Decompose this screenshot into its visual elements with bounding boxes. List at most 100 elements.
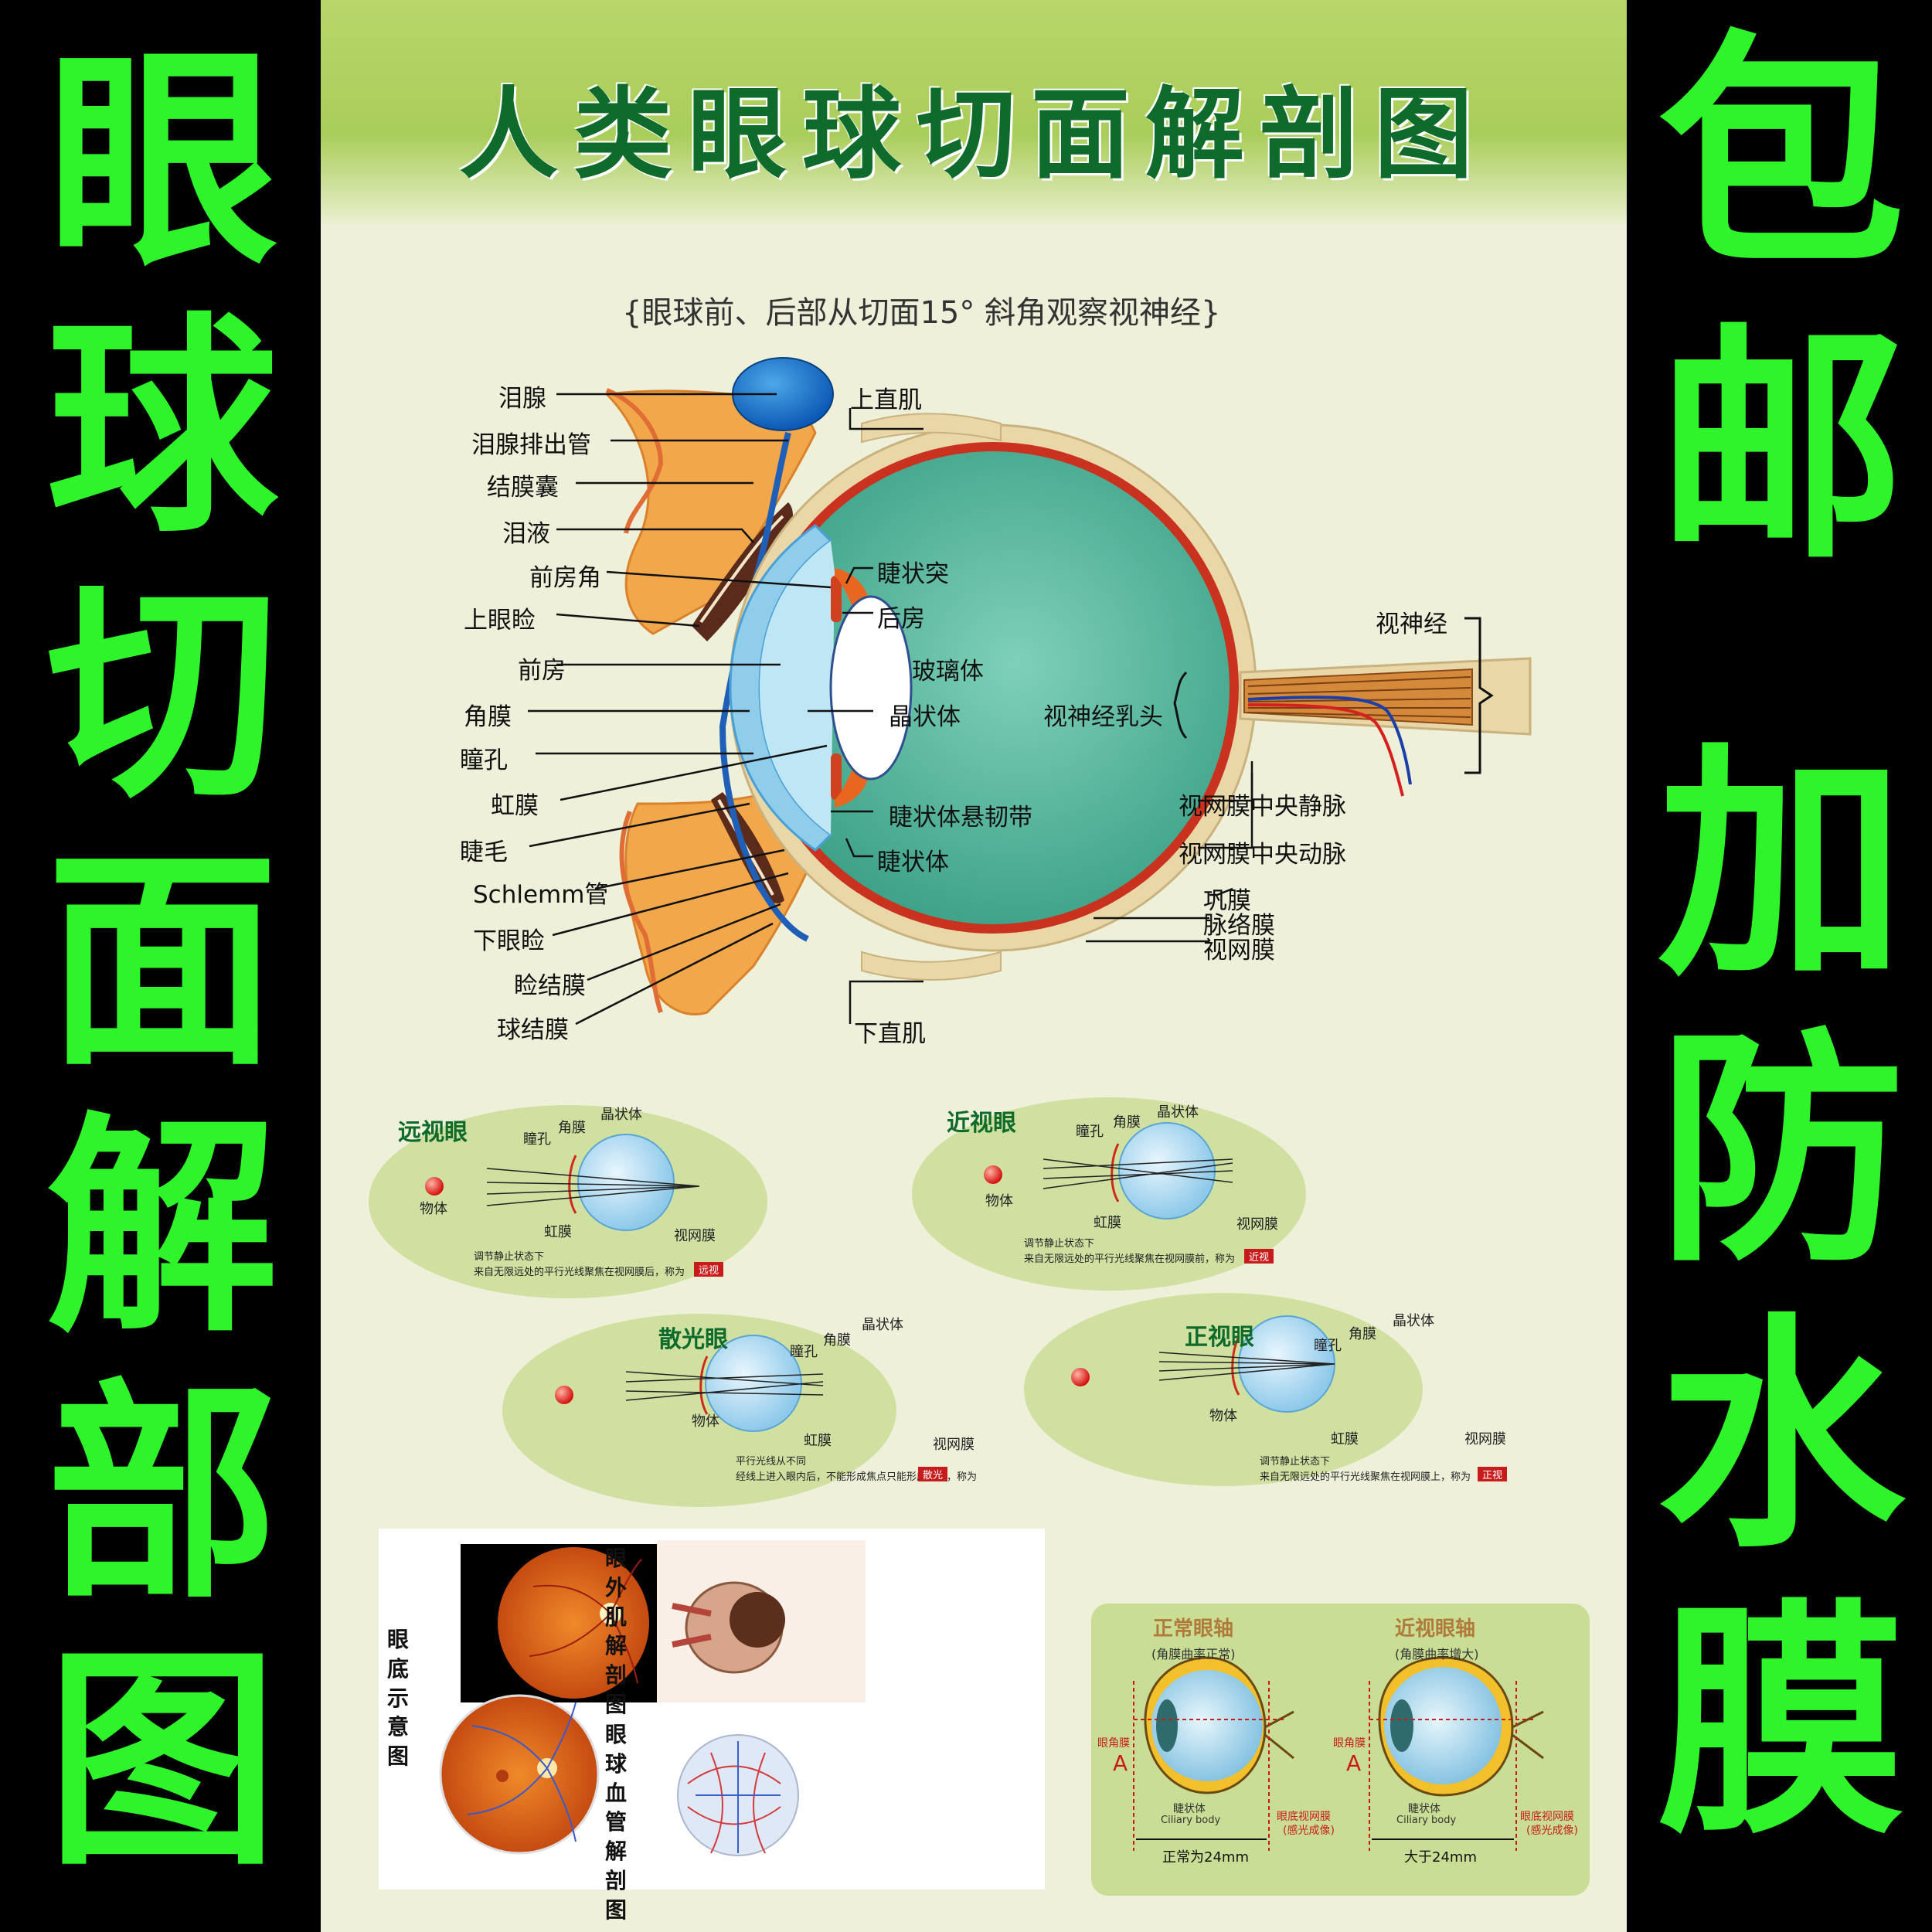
left-banner-char: 球: [46, 294, 278, 563]
iris-upper: [831, 576, 842, 622]
panel-hyperopia-lens: 晶状体: [600, 1107, 642, 1123]
bottom-left-figures: [439, 1540, 866, 1856]
panel-myopia-badge: 近视: [1244, 1249, 1274, 1264]
axis-marker-myopia: A: [1346, 1750, 1362, 1776]
left-banner-char: 切: [46, 560, 278, 830]
eyelid-skin-fold-top: [605, 388, 664, 534]
axis-marker-normal: A: [1113, 1750, 1128, 1776]
label-lower-eyelid: 下眼睑: [473, 927, 545, 955]
right-banner-char: 防: [1658, 1008, 1905, 1295]
panel-hyperopia-pupil: 瞳孔: [523, 1131, 551, 1148]
inferior-rectus-muscle: [861, 951, 1002, 981]
panel-emmetropia-object: 物体: [1209, 1408, 1237, 1424]
fundus-figure-title: 眼底示意图: [386, 1627, 409, 1770]
panel-hyperopia-note2: 来自无限远处的平行光线聚焦在视网膜后，称为: [474, 1267, 685, 1278]
axis-fundus-sub-normal: (感光成像): [1283, 1825, 1335, 1837]
label-ciliary-process: 睫状突: [877, 560, 949, 588]
axis-myopia-length: 大于24mm: [1404, 1849, 1477, 1866]
panel-hyperopia-badge: 远视: [694, 1262, 724, 1277]
label-optic-nerve: 视神经: [1376, 611, 1447, 638]
label-schlemm-canal: Schlemm管: [473, 881, 609, 909]
label-zonule: 睫状体悬韧带: [889, 804, 1032, 832]
label-eyelash: 睫毛: [460, 838, 508, 866]
panel-astigmatism-iris: 虹膜: [804, 1433, 832, 1449]
axis-fundus-label-myopia: 眼底视网膜: [1520, 1811, 1574, 1823]
label-central-artery: 视网膜中央动脉: [1179, 841, 1346, 869]
panel-myopia-object: 物体: [985, 1193, 1013, 1209]
label-inferior-rectus: 下直肌: [854, 1020, 926, 1048]
label-iris: 虹膜: [491, 792, 539, 820]
panel-myopia-lens: 晶状体: [1157, 1104, 1199, 1121]
bottom-left-card: 眼底示意图 眼外肌解剖图 眼球血管解剖图: [379, 1529, 1045, 1923]
central-retinal-vein: [1247, 696, 1412, 785]
panel-astigmatism-note2: 经线上进入眼内后，不能形成焦点只能形成焦线，称为: [736, 1471, 978, 1483]
poster-title: 人类眼球切面解剖图: [458, 77, 1488, 192]
panel-hyperopia: [369, 1105, 767, 1298]
eye-axis-figures: [1133, 1656, 1544, 1851]
panel-myopia: [912, 1097, 1306, 1291]
label-retina: 视网膜: [1203, 937, 1275, 964]
label-lacrimal-gland: 泪腺: [498, 385, 546, 413]
vitreous-body: [757, 451, 1230, 924]
axis-myopia-title: 近视眼轴: [1395, 1617, 1476, 1641]
label-anterior-chamber: 前房: [518, 657, 566, 685]
normal-eye-figure: [1133, 1656, 1294, 1851]
vessel-figure-title: 眼球血管解剖图: [604, 1722, 627, 1923]
panel-astigmatism-lens: 晶状体: [862, 1317, 903, 1333]
poster-subtitle: {眼球前、后部从切面15° 斜角观察视神经}: [622, 295, 1221, 331]
upper-tarsal-plate-inner: [699, 515, 784, 624]
panel-myopia-cornea: 角膜: [1113, 1114, 1141, 1131]
panel-emmetropia-iris: 虹膜: [1331, 1431, 1359, 1447]
right-leader-lines: [808, 408, 1253, 1024]
label-sclera: 巩膜: [1203, 887, 1251, 915]
label-conjunctival-sac: 结膜囊: [487, 474, 559, 502]
panel-astigmatism-object: 物体: [692, 1413, 719, 1430]
label-palpebral-conjunctiva: 睑结膜: [514, 972, 586, 1000]
label-bulbar-conjunctiva: 球结膜: [497, 1016, 569, 1044]
optic-papilla-brace: [1173, 671, 1188, 740]
iris-lower: [831, 753, 842, 800]
label-central-vein: 视网膜中央静脉: [1179, 793, 1346, 821]
lacrimal-duct: [719, 432, 809, 942]
label-pupil: 瞳孔: [460, 747, 508, 774]
panel-hyperopia-iris: 虹膜: [544, 1224, 572, 1240]
axis-fundus-label-normal: 眼底视网膜: [1277, 1811, 1331, 1823]
panel-astigmatism-retina: 视网膜: [933, 1437, 975, 1453]
label-lens: 晶状体: [889, 703, 961, 731]
fundus-diagram: [439, 1694, 600, 1855]
left-banner-char: 眼: [46, 27, 278, 297]
panel-hyperopia-title: 远视眼: [398, 1119, 468, 1146]
label-posterior-chamber: 后房: [877, 605, 925, 633]
panel-hyperopia-cornea: 角膜: [558, 1120, 586, 1136]
eye-cross-section-diagram: [528, 357, 1532, 1026]
panel-emmetropia-lens: 晶状体: [1393, 1313, 1434, 1329]
anatomy-poster: 人类眼球切面解剖图 {眼球前、后部从切面15° 斜角观察视神经}: [321, 0, 1627, 1932]
panel-astigmatism-note1: 平行光线从不同: [736, 1456, 807, 1468]
axis-normal-subtitle: (角膜曲率正常): [1151, 1647, 1236, 1662]
panel-emmetropia-cornea: 角膜: [1349, 1326, 1376, 1342]
label-cornea: 角膜: [464, 703, 512, 731]
crystalline-lens: [829, 595, 913, 781]
axis-ciliary-cn-myopia: 睫状体: [1408, 1803, 1440, 1815]
optic-nerve-brace: [1464, 617, 1494, 774]
panel-astigmatism: [502, 1314, 896, 1507]
label-lacrimal-duct: 泪腺排出管: [471, 431, 591, 459]
label-superior-rectus: 上直肌: [850, 386, 922, 414]
label-vitreous: 玻璃体: [912, 658, 984, 685]
myopic-eye-figure: [1369, 1656, 1544, 1851]
axis-normal-title: 正常眼轴: [1153, 1617, 1234, 1641]
label-choroid: 脉络膜: [1203, 912, 1275, 940]
label-upper-eyelid: 上眼睑: [464, 607, 536, 634]
panel-astigmatism-pupil: 瞳孔: [790, 1344, 818, 1360]
panel-myopia-note1: 调节静止状态下: [1024, 1238, 1095, 1250]
panel-hyperopia-retina: 视网膜: [674, 1228, 716, 1244]
axis-cornea-label-normal: 眼角膜: [1097, 1737, 1130, 1750]
superior-rectus-muscle: [861, 413, 1002, 444]
right-banner-char: 加: [1658, 722, 1905, 1009]
right-banner-char: 膜: [1658, 1580, 1905, 1867]
axis-fundus-sub-myopia: (感光成像): [1526, 1825, 1578, 1837]
panel-emmetropia-pupil: 瞳孔: [1314, 1338, 1342, 1354]
right-banner-char: 包: [1658, 11, 1905, 298]
left-banner: 眼 球 切 面 解 部 图: [0, 0, 321, 1932]
eye-axis-comparison: 正常眼轴 (角膜曲率正常) 近视眼轴 (角膜曲率增大) 眼角膜 眼角膜 A A …: [1091, 1604, 1590, 1896]
